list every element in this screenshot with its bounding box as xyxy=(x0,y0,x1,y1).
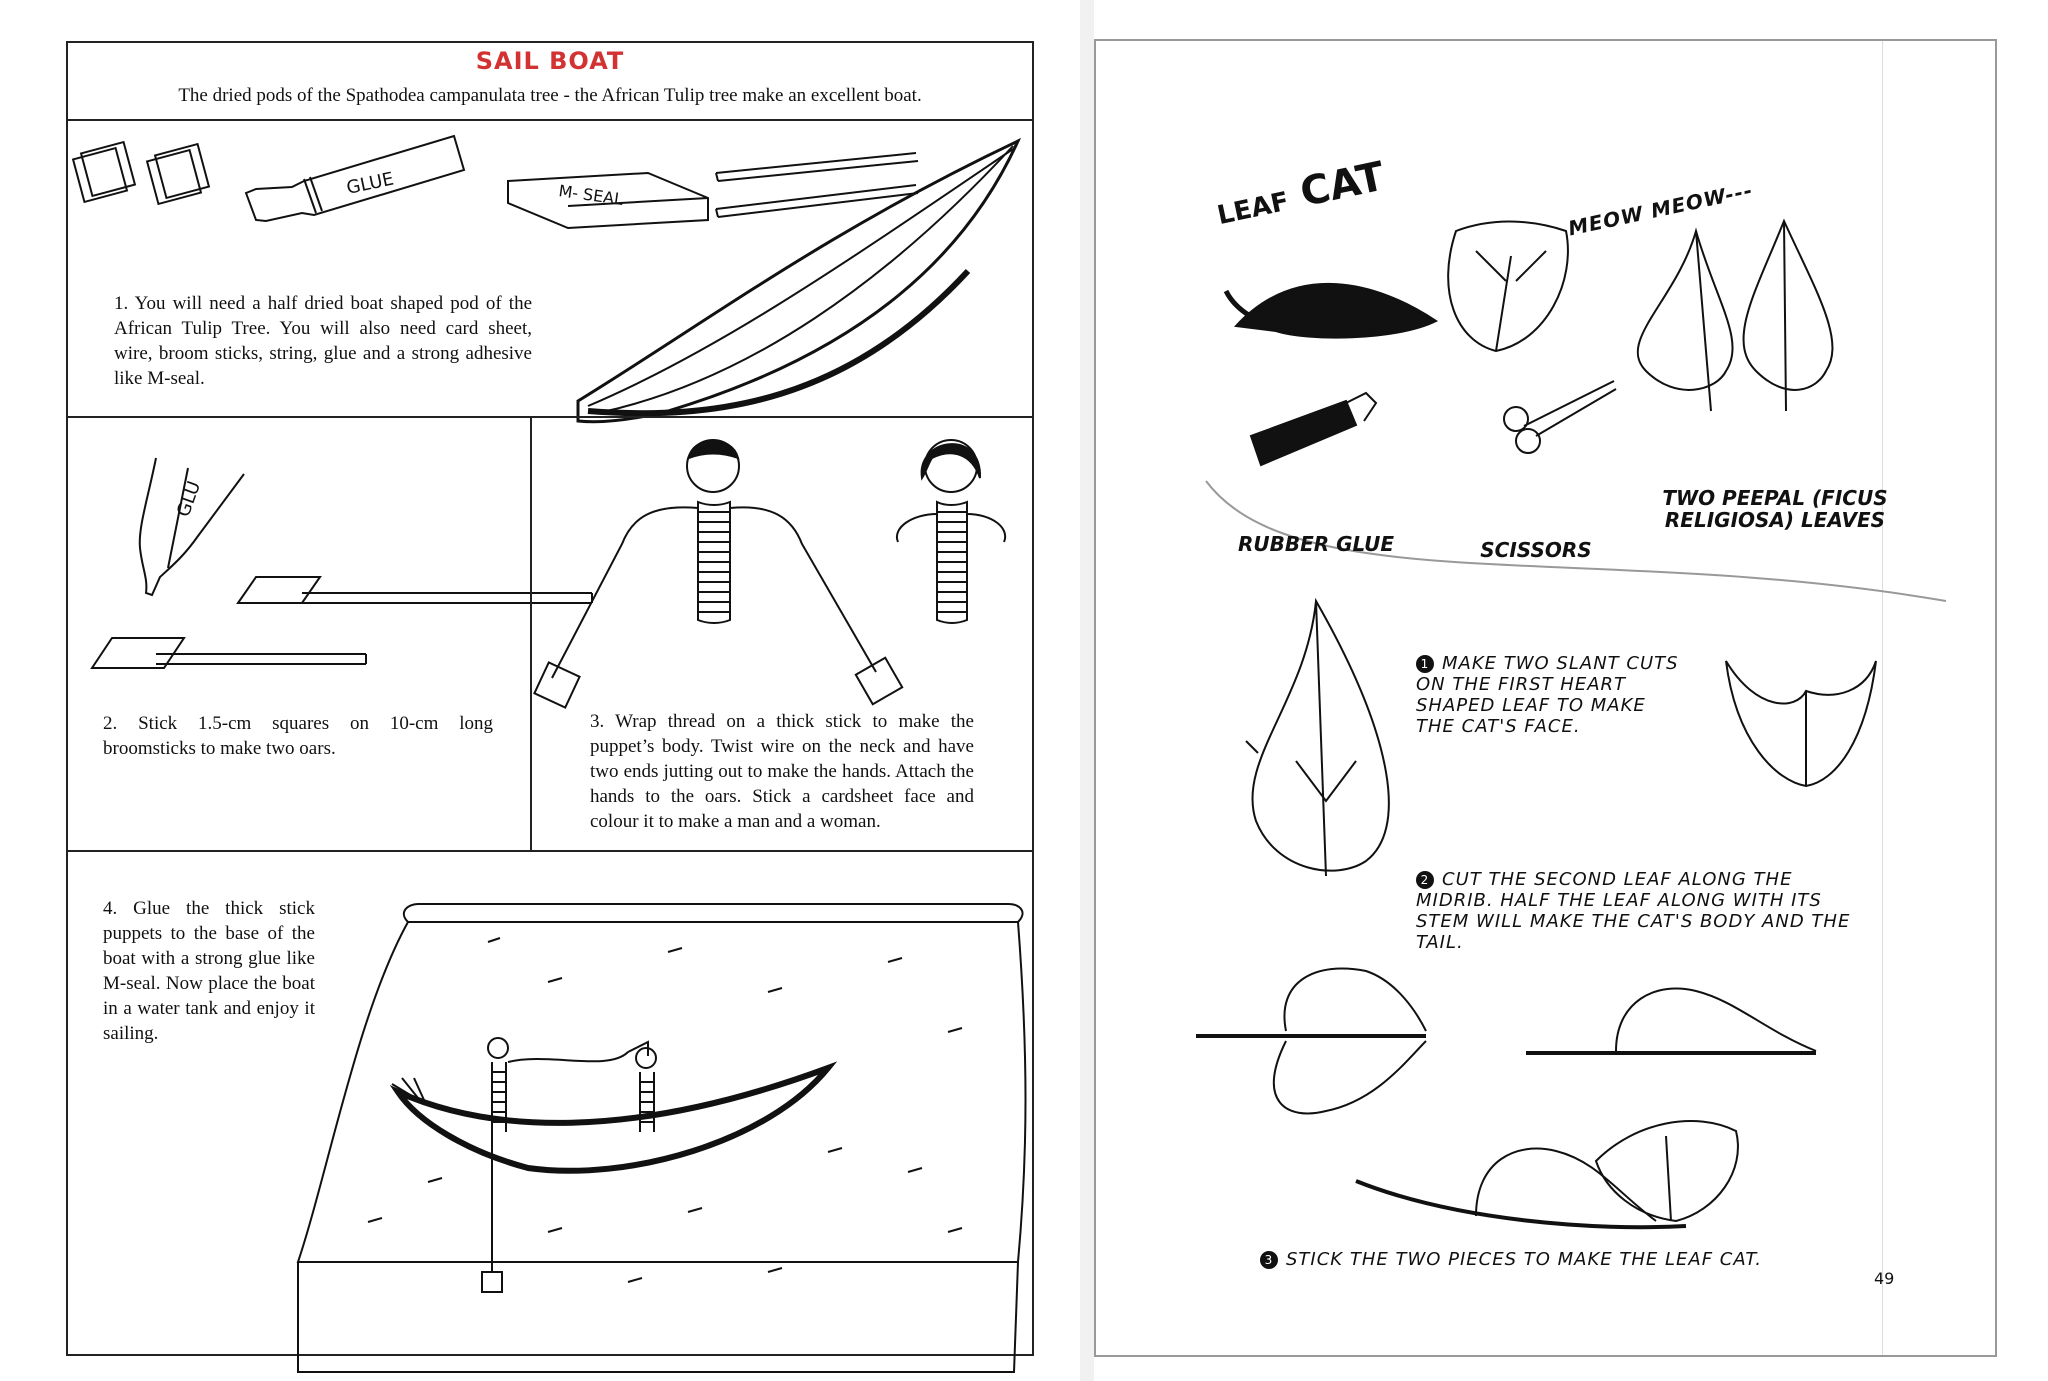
puppets-illustration xyxy=(532,418,1034,678)
material-scissors: SCISSORS xyxy=(1456,539,1616,561)
step-1: 1MAKE TWO SLANT CUTS ON THE FIRST HEART … xyxy=(1416,653,1686,737)
material-peepal-leaves: TWO PEEPAL (FICUS RELIGIOSA) LEAVES xyxy=(1644,487,1906,531)
sail-boat-frame: SAIL BOAT The dried pods of the Spathode… xyxy=(66,41,1034,1356)
step-number-3: 3 xyxy=(1260,1251,1278,1269)
step-2: 2CUT THE SECOND LEAF ALONG THE MIDRIB. H… xyxy=(1416,869,1856,953)
page-gutter xyxy=(1080,0,1094,1381)
water-tank-illustration xyxy=(68,852,1034,1356)
materials-illustration: GLUE M- SEAL xyxy=(68,121,1034,459)
glue-label: GLUE xyxy=(345,168,396,198)
step-2-text: CUT THE SECOND LEAF ALONG THE MIDRIB. HA… xyxy=(1416,869,1850,953)
left-page: SAIL BOAT The dried pods of the Spathode… xyxy=(0,0,1080,1381)
step-3-text: STICK THE TWO PIECES TO MAKE THE LEAF CA… xyxy=(1286,1249,1762,1270)
right-page: LEAF CAT MEOW MEOW--- xyxy=(1094,39,1997,1357)
material-rubber-glue: RUBBER GLUE xyxy=(1226,533,1406,555)
oars-illustration: GLU xyxy=(68,418,532,638)
step-2-text: 2. Stick 1.5-cm squares on 10-cm long br… xyxy=(103,711,493,761)
step-3: 3 STICK THE TWO PIECES TO MAKE THE LEAF C… xyxy=(1260,1249,1820,1270)
step-1-text: MAKE TWO SLANT CUTS ON THE FIRST HEART S… xyxy=(1416,653,1679,737)
step-number-2: 2 xyxy=(1416,871,1434,889)
page-number: 49 xyxy=(1874,1269,1894,1288)
intro-text: The dried pods of the Spathodea campanul… xyxy=(68,85,1032,107)
step-number-1: 1 xyxy=(1416,655,1434,673)
step-3-text: 3. Wrap thread on a thick stick to make … xyxy=(590,709,974,834)
step-1-text: 1. You will need a half dried boat shape… xyxy=(114,291,532,391)
glu-label: GLU xyxy=(173,478,205,519)
page-title: SAIL BOAT xyxy=(68,47,1032,75)
